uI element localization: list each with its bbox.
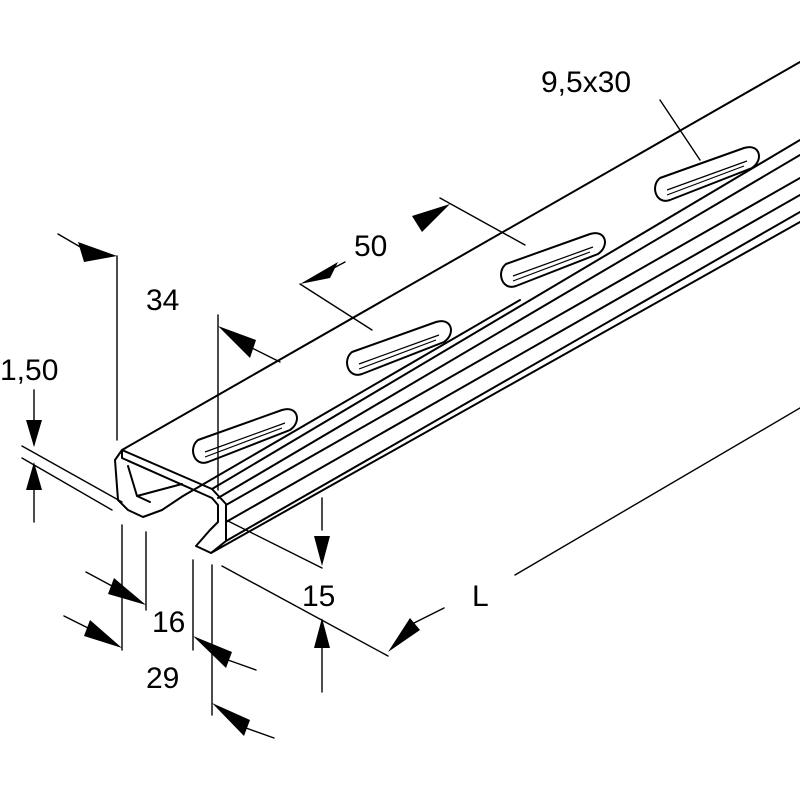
dimension-lip-depth: 15 [225, 497, 335, 693]
slots [192, 146, 760, 464]
top-rear-edge-2 [217, 154, 800, 499]
width-label: 29 [146, 662, 179, 695]
slot [654, 146, 760, 202]
profile-cross-section [114, 449, 227, 554]
side-edge-1 [225, 177, 800, 506]
dimension-pitch: 50 [299, 197, 526, 331]
side-edge-3 [225, 211, 800, 542]
length-label: L [472, 580, 489, 613]
top-rear-edge [211, 139, 800, 490]
dimension-height: 34 [57, 233, 281, 491]
inner-lip-edge [182, 299, 521, 497]
profile-inner-lip [127, 465, 183, 503]
rail-profile [114, 61, 800, 554]
slot [500, 232, 606, 288]
side-edge-2 [225, 194, 800, 523]
slot [346, 320, 452, 376]
lip-width-label: 16 [152, 606, 185, 639]
dimension-slot-size: 9,5x30 [541, 66, 701, 161]
slot-size-label: 9,5x30 [541, 66, 631, 99]
dimension-thickness: 1,50 [0, 354, 123, 523]
bottom-edge [210, 221, 800, 554]
lip-depth-label: 15 [302, 580, 335, 613]
slot [192, 408, 298, 464]
height-label: 34 [146, 284, 179, 317]
dimension-width: 29 [146, 559, 275, 739]
top-front-edge [121, 61, 800, 451]
pitch-label: 50 [354, 230, 387, 263]
dimension-lip-width: 16 [63, 524, 185, 651]
dimension-length: L [221, 407, 800, 657]
thickness-label: 1,50 [0, 354, 58, 387]
